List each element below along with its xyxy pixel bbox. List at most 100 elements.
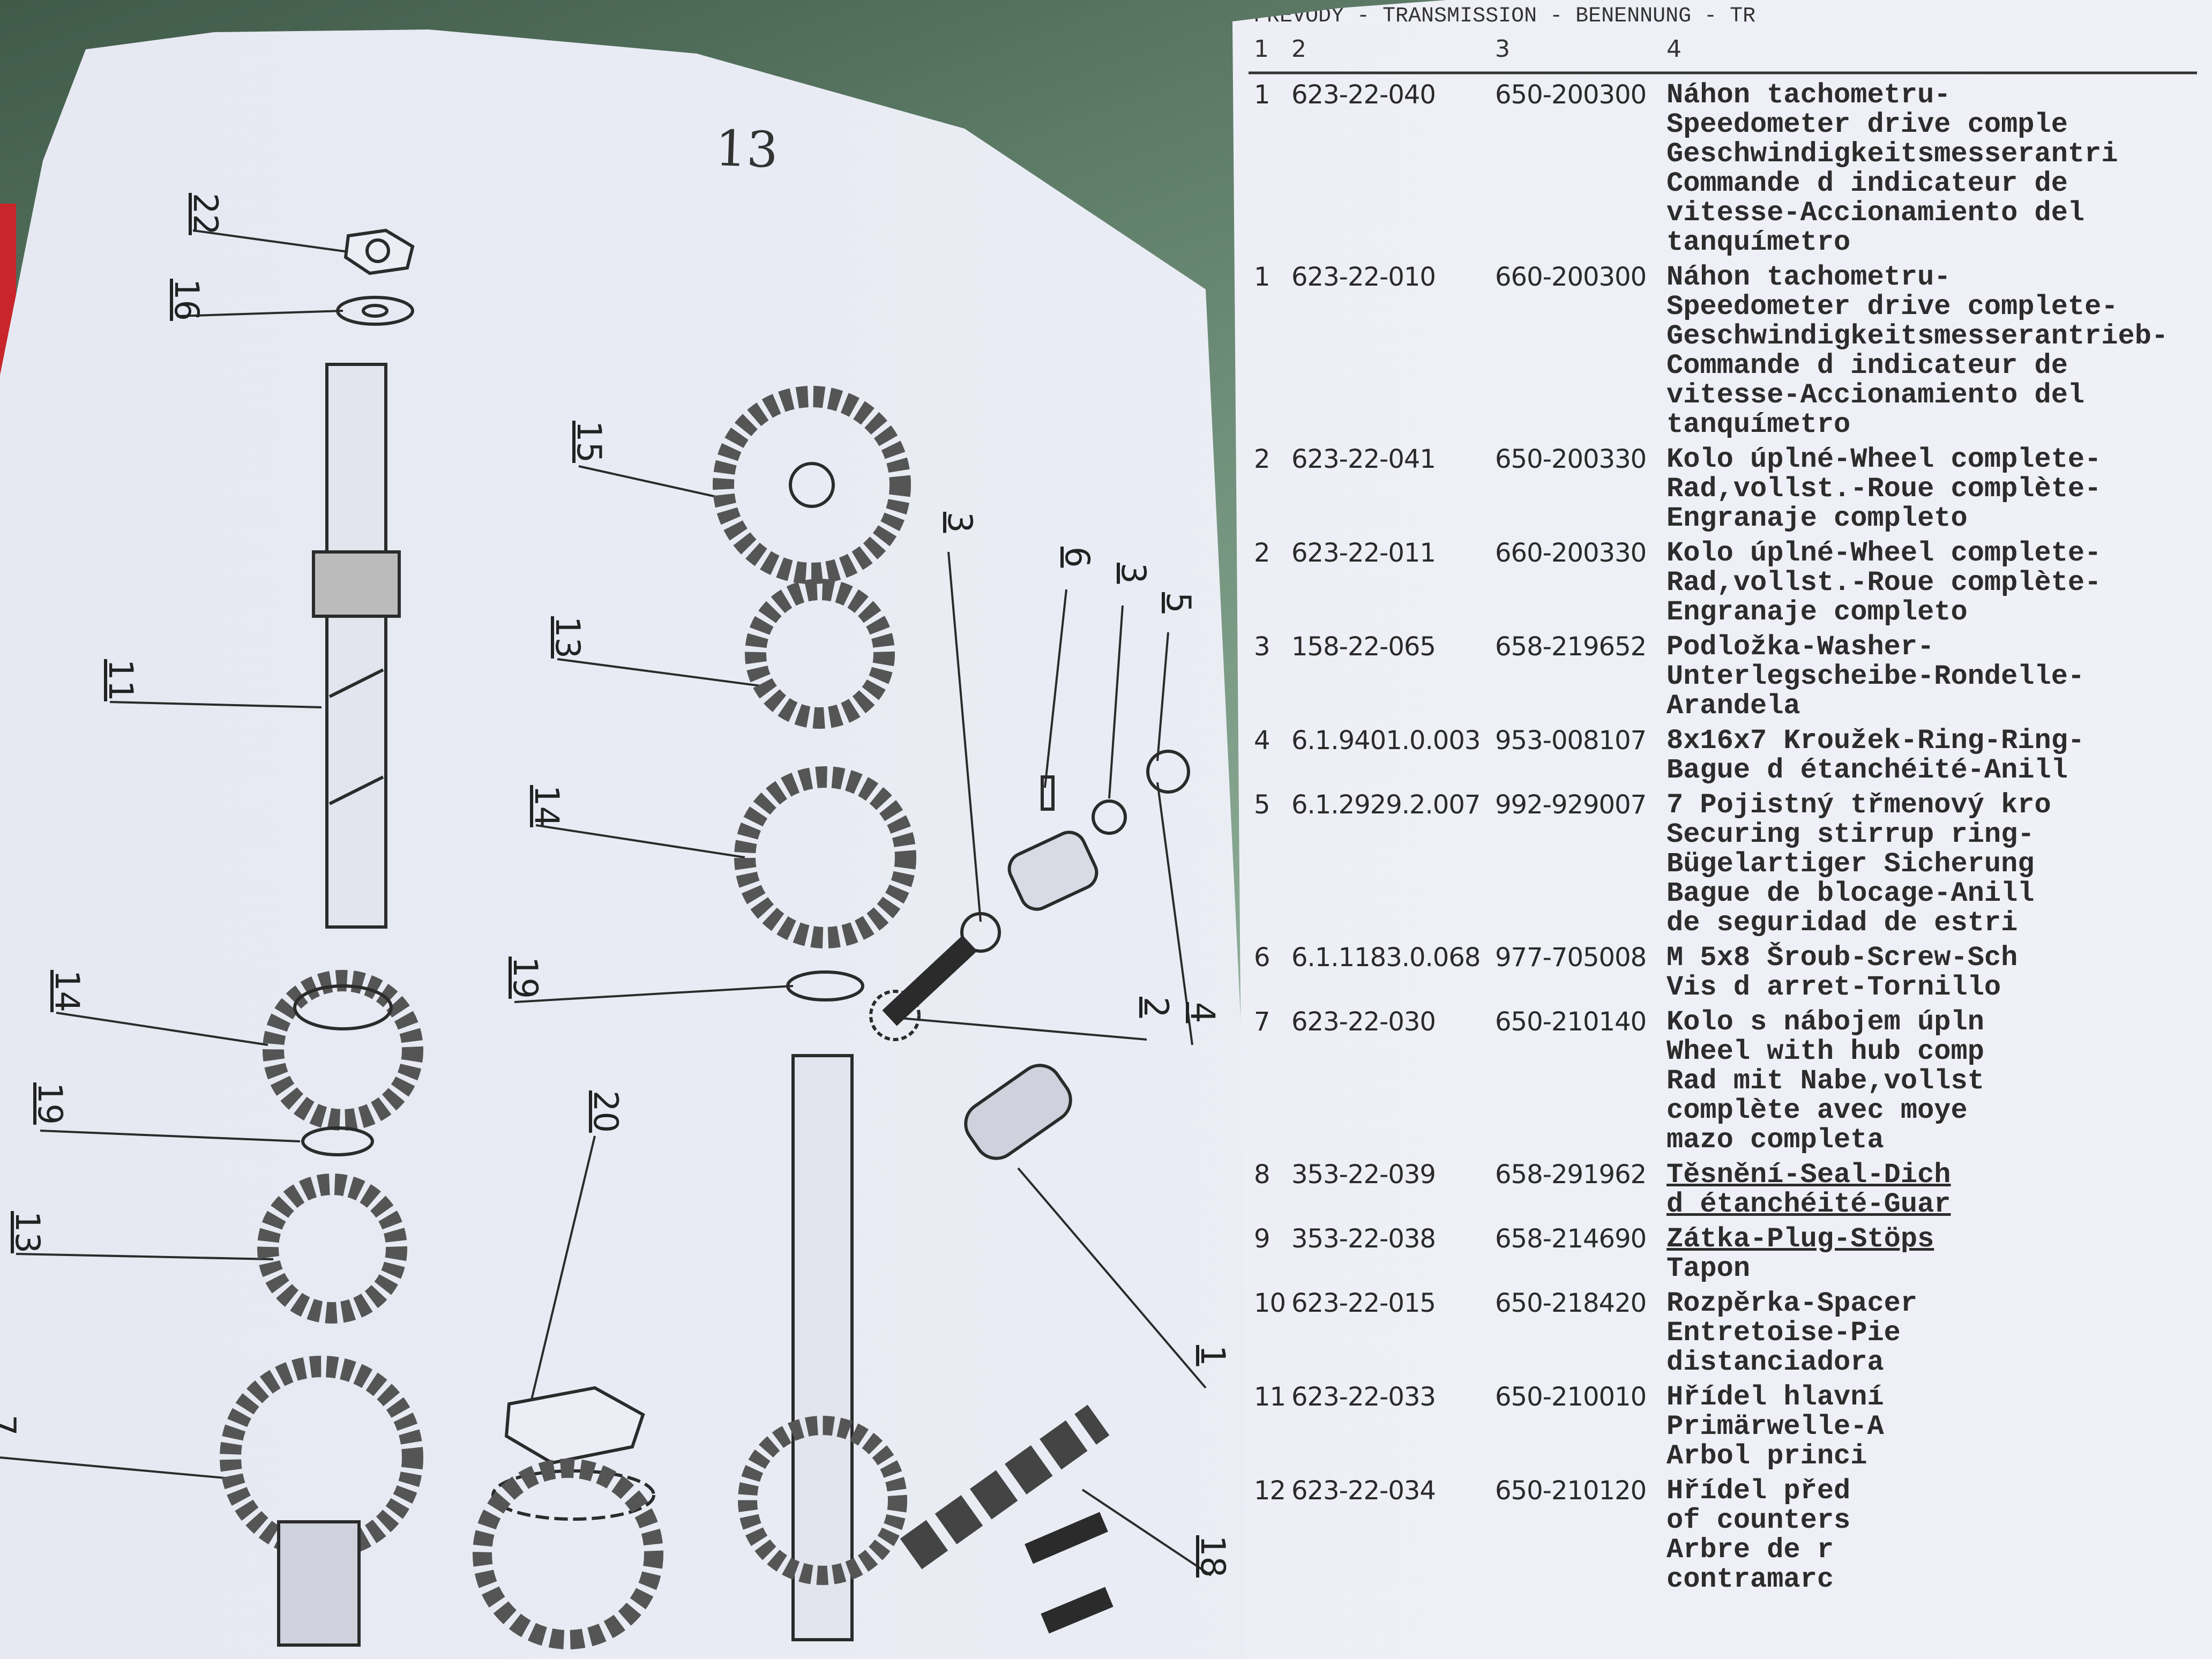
gear-part	[734, 766, 916, 948]
part-number: 623-22-033	[1291, 1382, 1436, 1412]
part-code: 660-200330	[1495, 538, 1647, 568]
gear-part	[220, 1356, 423, 1647]
part-code: 650-200330	[1495, 444, 1647, 474]
part-description: Náhon tachometru-Speedometer drive compl…	[1667, 79, 2118, 258]
callout-label: 2	[1137, 997, 1176, 1018]
callout-label: 16	[167, 279, 206, 321]
item-number: 11	[1254, 1382, 1286, 1412]
parts-row: 2 623-22-011 660-200330 Kolo úplné-Wheel co…	[1254, 539, 2168, 627]
callout-label: 7	[0, 1415, 23, 1436]
parts-row: 7 623-22-030 650-210140 Kolo s nábojem úpln…	[1254, 1007, 2168, 1155]
part-code: 660-200300	[1495, 262, 1647, 292]
part-code: 650-210120	[1495, 1476, 1647, 1506]
part-description: Kolo úplné-Wheel complete-Rad,vollst.-Ro…	[1667, 537, 2102, 628]
part-number: 623-22-034	[1291, 1476, 1436, 1506]
gear-part	[745, 579, 895, 729]
part-number: 623-22-011	[1291, 538, 1436, 568]
sprocket-part	[473, 1459, 663, 1649]
part-number: 158-22-065	[1291, 632, 1436, 662]
part-number: 6.1.2929.2.007	[1291, 790, 1481, 820]
page-number: 13	[714, 119, 779, 180]
nut-part	[343, 228, 415, 275]
part-code: 658-214690	[1495, 1224, 1647, 1254]
callout-label: 15	[570, 421, 609, 463]
sleeve-part	[964, 1064, 1072, 1160]
item-number: 2	[1254, 444, 1271, 474]
callout-label: 22	[186, 193, 225, 235]
nut-part	[504, 1386, 645, 1465]
item-number: 10	[1254, 1288, 1286, 1318]
item-number: 12	[1254, 1476, 1286, 1506]
item-number: 3	[1254, 632, 1271, 662]
callout-label: 6	[1058, 547, 1097, 568]
part-code: 650-218420	[1495, 1288, 1647, 1318]
callout-label: 20	[586, 1090, 625, 1133]
callout-label: 13	[548, 616, 587, 659]
part-number: 623-22-010	[1291, 262, 1436, 292]
part-code: 650-210140	[1495, 1007, 1647, 1037]
column-number: 4	[1667, 35, 1682, 63]
part-code: 650-200300	[1495, 80, 1647, 110]
chain-part	[900, 1404, 1114, 1634]
part-number: 6.1.1183.0.068	[1291, 943, 1481, 973]
callout-label: 13	[8, 1211, 47, 1253]
part-number: 623-22-041	[1291, 444, 1436, 474]
item-number: 6	[1254, 943, 1271, 973]
part-code: 953-008107	[1495, 726, 1647, 756]
section-header: PŘEVODY - TRANSMISSION - BENENNUNG - TR	[1254, 4, 1756, 28]
parts-row: 3 158-22-065 658-219652 Podložka-Washer-Unt…	[1254, 632, 2168, 721]
callout-label: 18	[1193, 1535, 1232, 1578]
item-number: 2	[1254, 538, 1271, 568]
part-number: 6.1.9401.0.003	[1291, 726, 1481, 756]
callout-label: 11	[101, 659, 140, 701]
item-number: 9	[1254, 1224, 1271, 1254]
part-code: 650-210010	[1495, 1382, 1647, 1412]
leader-lines	[0, 229, 1212, 1576]
washer-part	[336, 296, 414, 326]
callout-label: 1	[1193, 1345, 1232, 1366]
item-number: 5	[1254, 790, 1271, 820]
column-number: 2	[1291, 35, 1306, 63]
item-number: 1	[1254, 80, 1271, 110]
callout-label: 19	[31, 1082, 70, 1125]
item-number: 4	[1254, 726, 1271, 756]
part-number: 623-22-030	[1291, 1007, 1436, 1037]
item-number: 8	[1254, 1160, 1271, 1190]
gear-part	[713, 386, 911, 584]
circlip-part	[301, 970, 864, 1156]
speedo-gear-part	[869, 912, 1001, 1041]
countershaft-part	[738, 1054, 907, 1641]
part-number: 623-22-040	[1291, 80, 1436, 110]
part-code: 658-219652	[1495, 632, 1647, 662]
callout-label: 14	[48, 970, 87, 1012]
column-number: 3	[1495, 35, 1510, 63]
main-shaft-part	[312, 363, 401, 929]
gear-part	[257, 1174, 407, 1324]
part-code: 992-929007	[1495, 790, 1647, 820]
item-number: 7	[1254, 1007, 1271, 1037]
callout-label: 4	[1183, 1002, 1222, 1023]
callout-label: 5	[1159, 592, 1198, 614]
callout-label: 14	[527, 785, 566, 827]
part-description: Podložka-Washer-Unterlegscheibe-Rondelle…	[1667, 631, 2085, 722]
part-number: 353-22-038	[1291, 1224, 1436, 1254]
callout-label: 3	[1114, 563, 1153, 584]
callout-label: 19	[506, 956, 545, 999]
